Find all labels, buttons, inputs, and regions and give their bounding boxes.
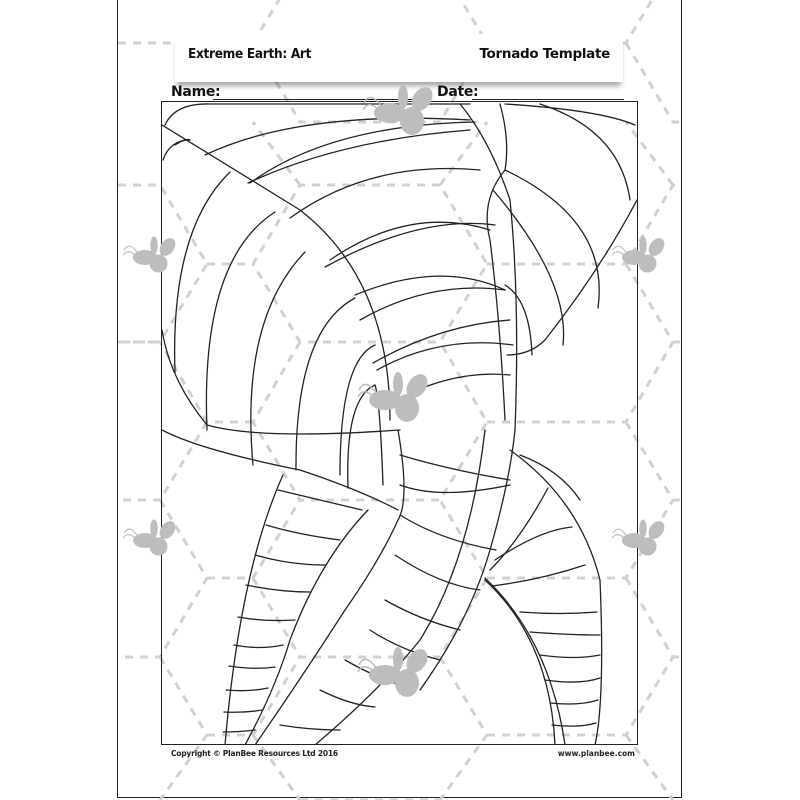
name-label: Name:: [171, 84, 221, 100]
bee-watermark-icon: [122, 519, 176, 556]
date-label: Date:: [437, 84, 479, 100]
subject-title: Extreme Earth: Art: [188, 46, 312, 62]
copyright-notice: Copyright © PlanBee Resources Ltd 2016: [171, 749, 338, 758]
bee-watermark-icon: [357, 372, 428, 422]
bee-watermark-icon: [357, 647, 428, 697]
date-input-line[interactable]: [472, 99, 624, 100]
bee-watermark-icon: [611, 236, 665, 273]
bee-watermark-icon: [362, 85, 433, 135]
bee-watermark-icon: [611, 519, 665, 556]
name-input-line[interactable]: [213, 99, 428, 100]
worksheet-title: Tornado Template: [479, 46, 610, 62]
website-link[interactable]: www.planbee.com: [557, 749, 635, 758]
title-banner: [175, 34, 623, 82]
bee-watermark-icon: [122, 236, 176, 273]
